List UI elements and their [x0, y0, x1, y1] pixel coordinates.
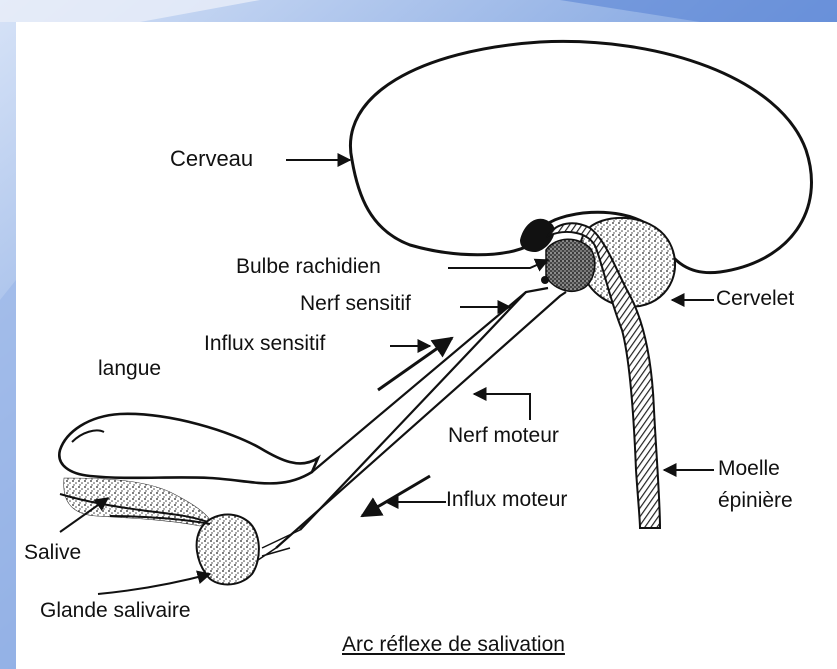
- label-bulbe-rachidien: Bulbe rachidien: [236, 256, 381, 277]
- pointer-bulbe: [448, 260, 548, 268]
- diagram-title: Arc réflexe de salivation: [342, 634, 565, 655]
- salivary-gland: [197, 515, 259, 585]
- pointer-glande: [98, 574, 210, 594]
- label-cerveau: Cerveau: [170, 148, 253, 170]
- label-salive: Salive: [24, 542, 81, 563]
- label-langue: langue: [98, 358, 161, 379]
- label-cervelet: Cervelet: [716, 288, 794, 309]
- label-epiniere: épinière: [718, 490, 793, 511]
- label-moelle: Moelle: [718, 458, 780, 479]
- pointer-nerf-moteur: [474, 394, 530, 420]
- label-nerf-moteur: Nerf moteur: [448, 425, 559, 446]
- label-influx-sensitif: Influx sensitif: [204, 333, 325, 354]
- label-glande-salivaire: Glande salivaire: [40, 600, 191, 621]
- influx-moteur-arrow: [362, 476, 430, 516]
- nerve-origin-dot: [541, 276, 549, 284]
- medulla-bulb: [546, 239, 595, 291]
- label-nerf-sensitif: Nerf sensitif: [300, 293, 411, 314]
- label-influx-moteur: Influx moteur: [446, 489, 567, 510]
- brain-outline: [350, 41, 811, 272]
- tongue: [59, 414, 318, 484]
- saliva: [64, 478, 210, 526]
